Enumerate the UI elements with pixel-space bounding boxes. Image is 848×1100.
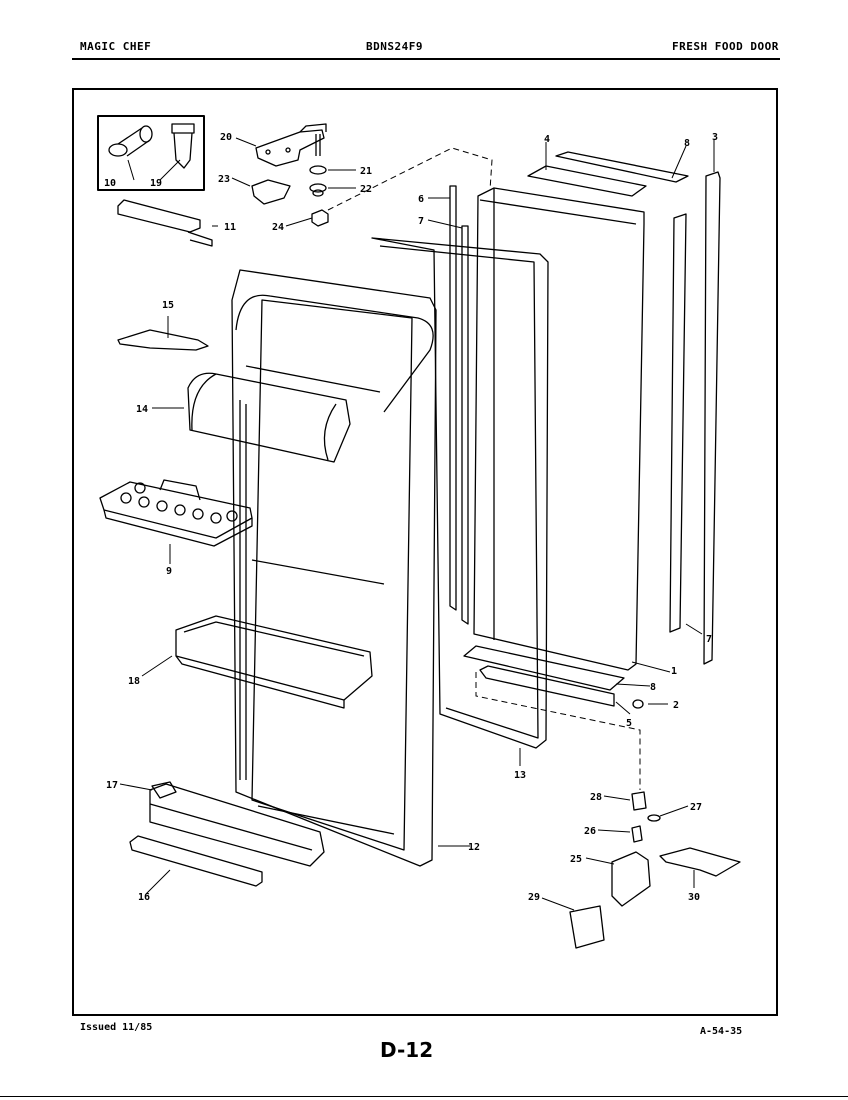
callout-14: 14 [136,404,148,415]
trim-strip-top [555,151,689,183]
callout-29: 29 [528,892,540,903]
insulation-strip [449,185,457,611]
shelf-clip [117,329,209,351]
washer [309,165,327,175]
callout-28: 28 [590,792,602,803]
callout-21: 21 [360,166,372,177]
callout-18: 18 [128,676,140,687]
egg-tray [99,479,253,547]
bottom-rule [0,1096,848,1097]
callout-22: 22 [360,184,372,195]
gasket-retainer-right [669,213,687,633]
callout-15: 15 [162,300,174,311]
light-bracket [117,199,213,247]
callout-8a: 8 [684,138,690,149]
callout-27: 27 [690,802,702,813]
bottom-shelf-rail [149,781,325,867]
hinge-shim-plate [251,179,291,205]
leader-lines [119,137,715,911]
callout-10: 10 [104,178,116,189]
reference-code: A-54-35 [700,1026,743,1037]
callout-labels: 1 2 3 4 5 6 7 7 8 8 9 10 11 12 13 14 15 … [104,132,718,903]
callout-13: 13 [514,770,526,781]
door-handle [703,171,721,665]
callout-6: 6 [418,194,424,205]
section-title: FRESH FOOD DOOR [672,40,779,53]
header-rule [72,58,780,60]
model-number: BDNS24F9 [366,40,423,53]
issue-date: Issued 11/85 [80,1022,153,1033]
callout-9: 9 [166,566,172,577]
callout-1: 1 [671,666,677,677]
plug-button [632,699,644,709]
diagram-frame [72,88,778,1016]
gasket-retainer [461,225,469,625]
callout-20: 20 [220,132,232,143]
door-gasket [371,237,549,749]
page-number: D-12 [380,1038,434,1062]
callout-12: 12 [468,842,480,853]
door-cap-top [527,165,647,197]
callout-19: 19 [150,178,162,189]
callout-7a: 7 [418,216,424,227]
callout-26: 26 [584,826,596,837]
outer-door-panel [473,187,645,671]
callout-3: 3 [712,132,718,143]
callout-5: 5 [626,718,632,729]
callout-8b: 8 [650,682,656,693]
door-liner [231,269,437,867]
dairy-compartment-cover [187,372,351,463]
callout-4: 4 [544,134,550,145]
brand-name: MAGIC CHEF [80,40,152,53]
callout-17: 17 [106,780,118,791]
bushing [309,183,327,197]
callout-23: 23 [218,174,230,185]
callout-25: 25 [570,854,582,865]
callout-2: 2 [673,700,679,711]
bulb-socket-inset [97,115,205,191]
door-cap-bottom [479,665,615,707]
callout-24: 24 [272,222,284,233]
callout-16: 16 [138,892,150,903]
assembly-lines [327,147,641,790]
callout-11: 11 [224,222,236,233]
trim-strip-bottom [463,645,625,691]
lower-hinge-parts [569,791,741,949]
door-shelf-bin [175,615,373,709]
trim-strip [129,835,263,887]
top-hinge [255,123,327,167]
hinge-pin-block [311,209,329,227]
callout-7b: 7 [706,634,712,645]
callout-30: 30 [688,892,700,903]
